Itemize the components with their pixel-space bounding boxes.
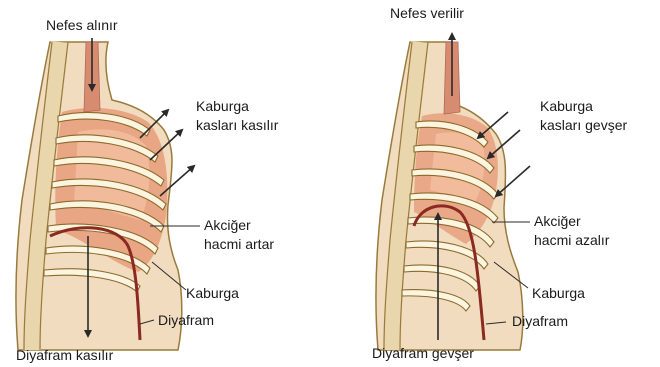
label-line: Akciğer xyxy=(534,213,581,229)
label-line: Kaburga xyxy=(196,98,249,114)
label-line: Akciğer xyxy=(204,217,251,233)
rib-muscles-label-left: Kaburga kasları kasılır xyxy=(196,98,279,133)
label-line: Kaburga xyxy=(540,98,593,114)
label-line: kasları kasılır xyxy=(196,117,279,133)
rib-muscles-label-right: Kaburga kasları gevşer xyxy=(540,98,627,133)
label-line: hacmi artar xyxy=(204,236,274,252)
label-line: kasları gevşer xyxy=(540,117,627,133)
exhale-title: Nefes verilir xyxy=(390,5,464,21)
diaphragm-label-left: Diyafram xyxy=(158,312,214,328)
lung-volume-label-right: Akciğer hacmi azalır xyxy=(534,213,610,248)
diaphragm-action-label-left: Diyafram kasılır xyxy=(16,347,114,363)
diaphragm-label-right: Diyafram xyxy=(512,313,568,329)
exhale-panel: Nefes verilir Kaburga kasları gevşer Akci… xyxy=(372,5,627,361)
rib-label-left: Kaburga xyxy=(186,285,239,301)
label-line: hacmi azalır xyxy=(534,232,610,248)
inhale-panel: Nefes alınır Kaburga kasları kasılır Akci… xyxy=(16,17,279,363)
rib-label-right: Kaburga xyxy=(532,285,585,301)
lung-volume-label-left: Akciğer hacmi artar xyxy=(204,217,274,252)
inhale-title: Nefes alınır xyxy=(46,17,118,33)
diaphragm-action-label-right: Diyafram gevşer xyxy=(372,345,474,361)
